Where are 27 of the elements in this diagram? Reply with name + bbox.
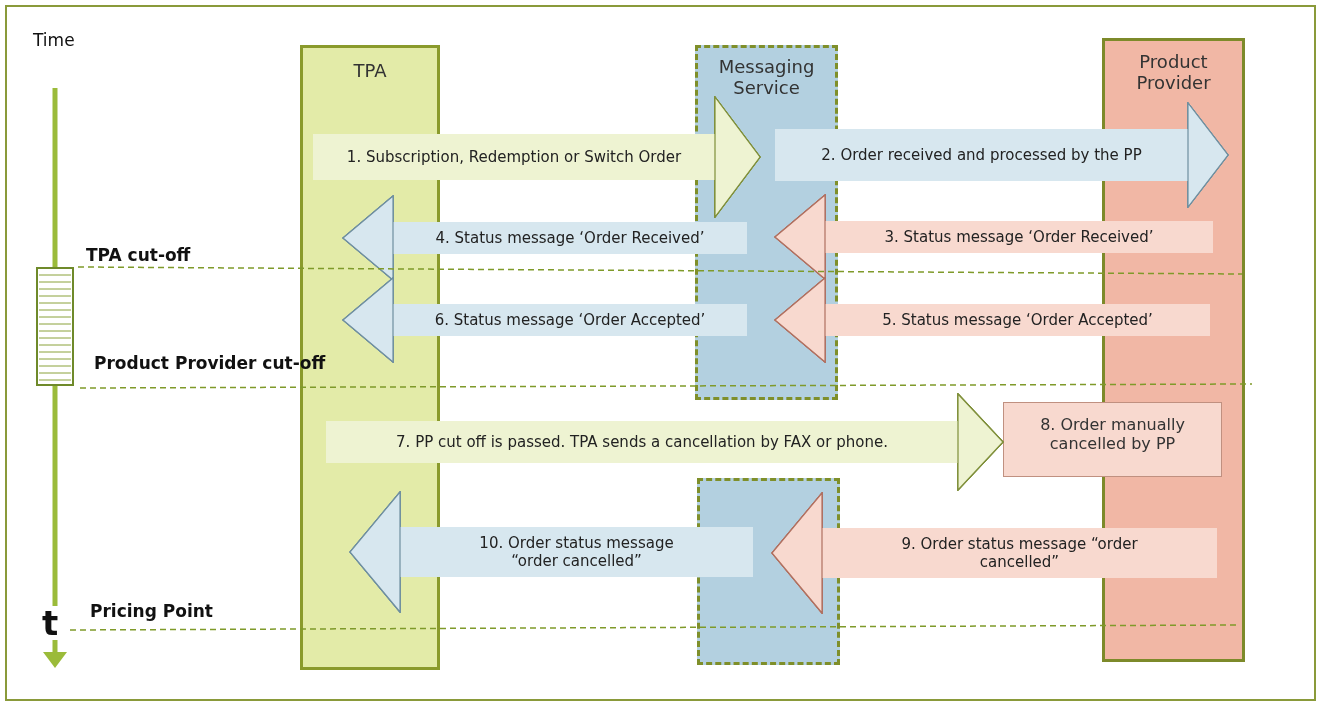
edge-label: 6. Status message ‘Order Accepted’ xyxy=(433,311,707,329)
block-arrow xyxy=(313,96,761,218)
block-arrow xyxy=(342,277,747,363)
process-box xyxy=(1003,402,1222,477)
block-arrow xyxy=(326,393,1004,491)
edge-label: 4. Status message ‘Order Received’ xyxy=(434,229,706,247)
block-arrow xyxy=(771,492,1217,614)
cut-off-label: TPA cut-off xyxy=(86,245,191,265)
edge-label: 5. Status message ‘Order Accepted’ xyxy=(881,311,1154,329)
edge-label: 9. Order status message “order cancelled” xyxy=(900,535,1139,571)
axis-label: t xyxy=(42,606,59,640)
axis-label: Time xyxy=(33,30,75,50)
block-arrow xyxy=(774,194,1213,280)
box-text: 8. Order manually cancelled by PP xyxy=(1039,415,1186,453)
lane-title: Messaging Service xyxy=(717,56,816,98)
edge-label: 3. Status message ‘Order Received’ xyxy=(883,228,1155,246)
edge-label: 10. Order status message “order cancelled” xyxy=(478,534,675,570)
lane-title: Product Provider xyxy=(1135,51,1212,93)
edge-label: 2. Order received and processed by the PP xyxy=(820,146,1143,164)
edge-label: 7. PP cut off is passed. TPA sends a cancellation by FAX or phone. xyxy=(395,433,889,451)
block-arrow xyxy=(775,102,1229,208)
block-arrow xyxy=(774,277,1210,363)
block-arrow xyxy=(349,491,753,613)
edge-label: 1. Subscription, Redemption or Switch Order xyxy=(345,148,683,166)
block-arrow xyxy=(342,195,747,281)
lane-title: TPA xyxy=(352,60,388,81)
cut-off-label: Pricing Point xyxy=(90,601,213,621)
